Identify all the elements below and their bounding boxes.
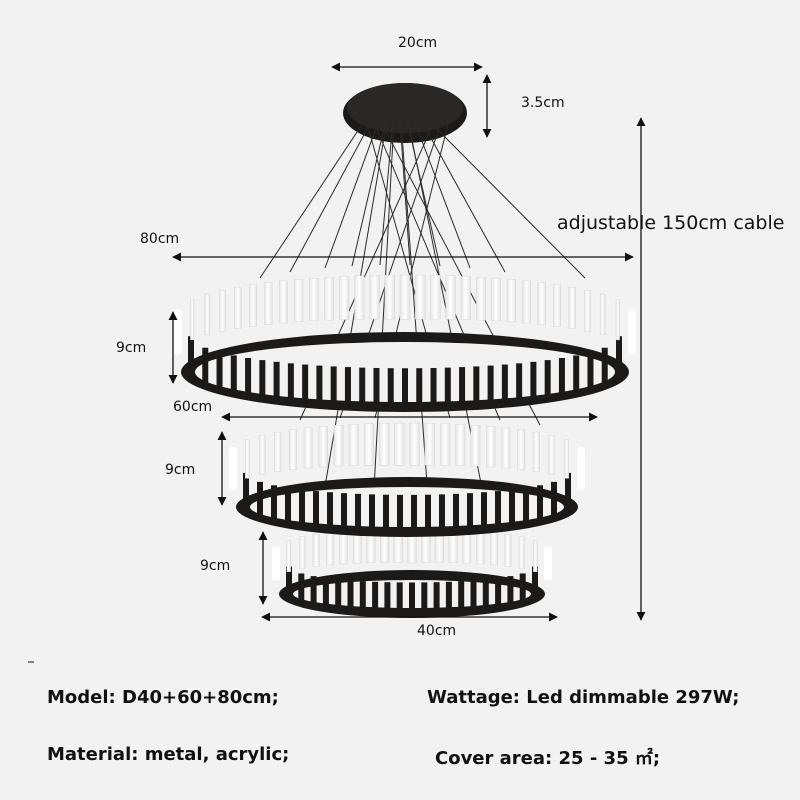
spec-wattage: Wattage: Led dimmable 297W;	[427, 687, 740, 708]
ring1-diameter-label: 80cm	[140, 231, 180, 247]
ceiling-canopy	[343, 83, 467, 143]
ring2-height-label: 9cm	[165, 462, 196, 478]
dimension-arrows	[168, 62, 646, 622]
spec-model: Model: D40+60+80cm;	[47, 687, 279, 708]
canopy-width-label: 20cm	[398, 35, 438, 51]
pendant-ring	[229, 422, 585, 537]
ring1-height-label: 9cm	[116, 340, 147, 356]
canopy-height-label: 3.5cm	[521, 95, 565, 111]
pendant-rings	[174, 274, 636, 618]
ring3-height-label: 9cm	[200, 558, 231, 574]
pendant-ring	[272, 527, 552, 618]
spec-cover-area: Cover area: 25 - 35 ㎡;	[435, 748, 661, 769]
ring3-diameter-label: 40cm	[417, 623, 457, 639]
pendant-ring	[174, 274, 636, 412]
cable-length-label: adjustable 150cm cable	[557, 212, 785, 234]
ring2-diameter-label: 60cm	[173, 399, 213, 415]
spec-material: Material: metal, acrylic;	[47, 744, 290, 765]
